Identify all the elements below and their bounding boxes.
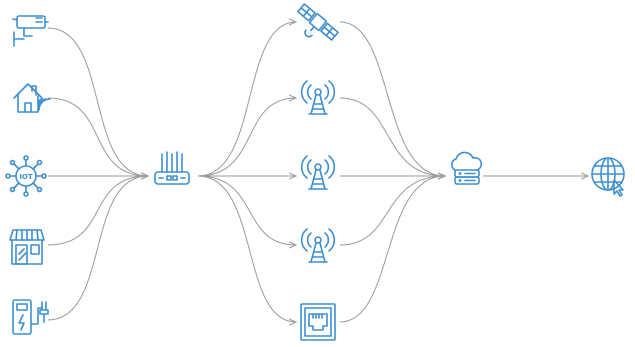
- edge-store-gateway: [47, 176, 148, 246]
- edge-ev-gateway: [47, 176, 148, 321]
- edge-tower1-cloud: [339, 97, 445, 176]
- edge-gateway-ethernet: [197, 175, 296, 322]
- cell-tower-icon: [300, 80, 336, 115]
- globe-cursor-icon: [591, 157, 625, 197]
- router-gateway-icon: [154, 151, 190, 185]
- edge-camera-gateway: [47, 27, 148, 176]
- ev-charger-icon: [12, 299, 49, 335]
- cell-tower-icon: [300, 228, 336, 263]
- ethernet-port-icon: [300, 303, 336, 341]
- edge-satellite-cloud: [339, 21, 445, 176]
- edge-gateway-satellite: [197, 22, 296, 177]
- edge-ethernet-cloud: [339, 176, 445, 323]
- smart-home-icon: [13, 83, 51, 113]
- satellite-icon: [297, 3, 339, 41]
- edge-home-gateway: [47, 97, 148, 176]
- edge-gateway-tower3: [197, 175, 296, 245]
- iot-label: IOT: [19, 173, 33, 181]
- edge-gateway-tower1: [197, 98, 296, 177]
- security-camera-icon: [12, 15, 49, 47]
- cloud-server-icon: [451, 151, 483, 185]
- cell-tower-icon: [300, 155, 336, 190]
- connection-lines: [47, 21, 588, 323]
- storefront-icon: [9, 229, 45, 265]
- iot-hub-icon: IOT: [5, 155, 47, 197]
- edge-tower3-cloud: [339, 176, 445, 246]
